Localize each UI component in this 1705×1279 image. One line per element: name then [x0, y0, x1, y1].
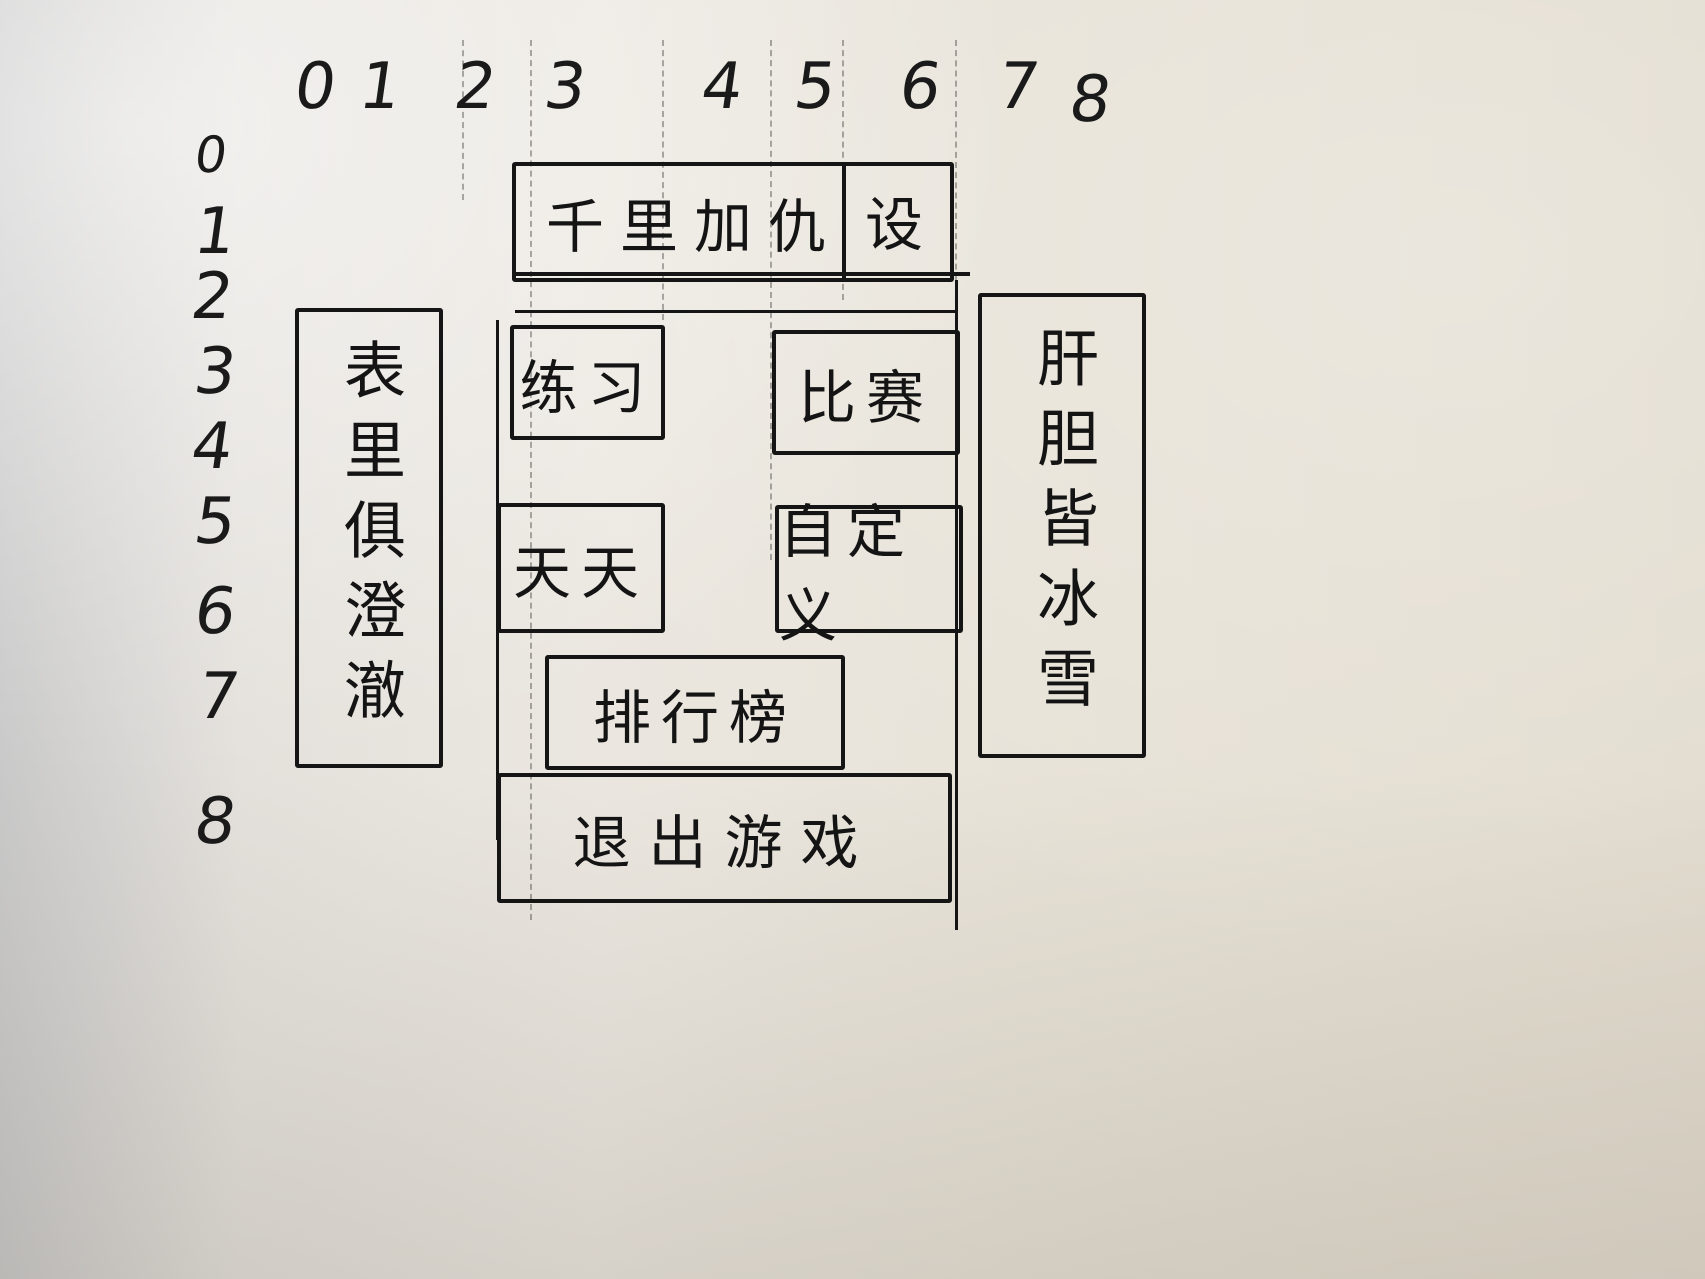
- match-label: 比赛: [797, 363, 934, 432]
- leaderboard-label: 排行榜: [592, 683, 797, 752]
- content-top-border: [515, 310, 955, 313]
- header-divider: [842, 165, 846, 280]
- header-title: 千里加仇: [546, 193, 843, 261]
- header-underline: [512, 272, 970, 276]
- daily-button[interactable]: 天天: [497, 503, 665, 633]
- daily-label: 天天: [512, 539, 649, 607]
- grid-guide-line: [662, 40, 664, 320]
- custom-button[interactable]: 自定义: [775, 498, 963, 650]
- left-motto-panel: 表里俱澄澈: [295, 308, 443, 768]
- match-button[interactable]: 比赛: [772, 330, 960, 455]
- settings-label: 设: [864, 191, 933, 259]
- exit-game-label: 退出游戏: [572, 809, 877, 877]
- right-motto-panel: 肝胆皆冰雪: [978, 293, 1146, 758]
- right-motto-text: 肝胆皆冰雪: [1026, 325, 1099, 726]
- leaderboard-button[interactable]: 排行榜: [545, 655, 845, 770]
- content-right-border: [955, 280, 958, 930]
- practice-button[interactable]: 练习: [510, 325, 665, 440]
- grid-guide-line: [770, 40, 772, 560]
- practice-label: 练习: [519, 353, 656, 422]
- grid-guide-line: [462, 40, 464, 200]
- grid-guide-line: [955, 40, 957, 290]
- header-bar: 千里加仇: [512, 162, 954, 282]
- left-motto-text: 表里俱澄澈: [333, 338, 406, 738]
- grid-guide-line: [530, 40, 532, 920]
- custom-label: 自定义: [779, 498, 916, 650]
- exit-game-button[interactable]: 退出游戏: [497, 773, 952, 903]
- settings-corner-button[interactable]: 设: [846, 165, 952, 275]
